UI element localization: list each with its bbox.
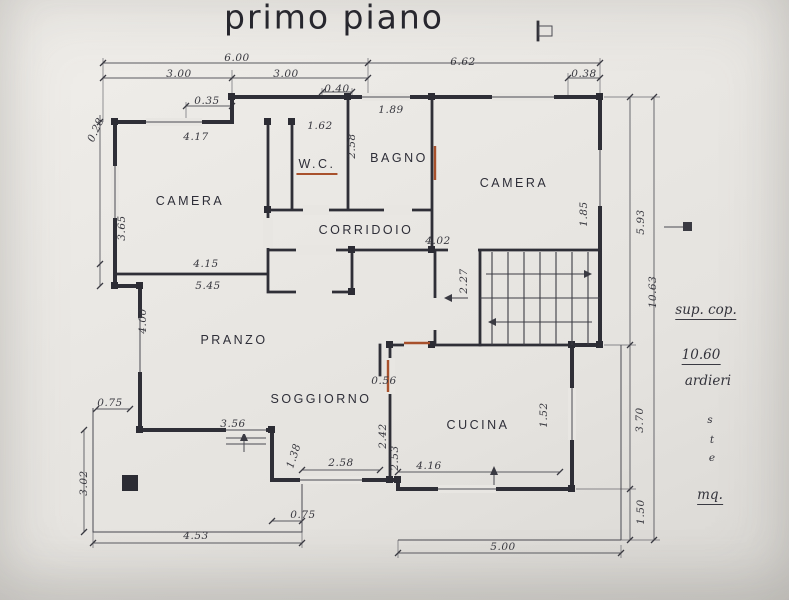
door-openings — [263, 205, 478, 394]
exterior-walls — [113, 95, 602, 491]
terrace-outline — [92, 345, 622, 541]
stair-direction-lines — [452, 273, 592, 323]
interior-walls — [113, 95, 602, 482]
terrace-pillar — [122, 475, 138, 491]
section-markers — [536, 20, 692, 231]
windows — [111, 93, 604, 493]
door-marks-red — [386, 146, 437, 392]
staircase — [444, 250, 600, 347]
wall-piers — [111, 93, 603, 492]
page-title: primo piano — [224, 0, 444, 37]
